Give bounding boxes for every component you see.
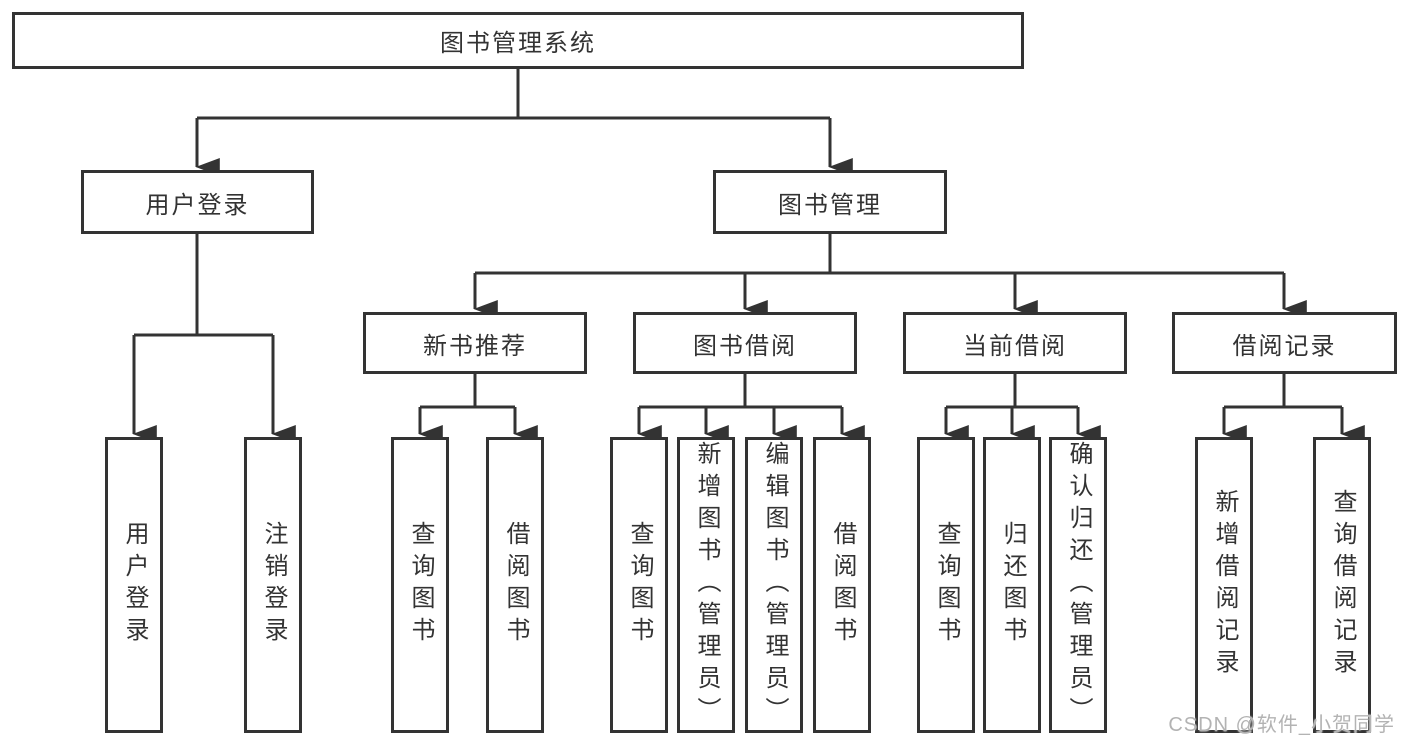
leaf-logout: 注销登录	[244, 437, 302, 733]
leaf-borrow-book-1: 借阅图书	[486, 437, 544, 733]
node-label: 新增借阅记录	[1211, 489, 1238, 681]
node-borrow-record: 借阅记录	[1172, 312, 1397, 374]
node-label: 查询图书	[933, 521, 960, 649]
node-book-management: 图书管理	[713, 170, 947, 234]
node-label: 新书推荐	[423, 332, 527, 360]
node-label: 查询图书	[626, 521, 653, 649]
node-label: 归还图书	[999, 521, 1026, 649]
csdn-watermark: CSDN @软件_小贺同学	[1168, 714, 1395, 736]
leaf-borrow-book-2: 借阅图书	[813, 437, 871, 733]
leaf-query-book-1: 查询图书	[391, 437, 449, 733]
node-label: 图书管理	[778, 191, 882, 219]
leaf-confirm-return-admin: 确认归还（管理员）	[1049, 437, 1107, 733]
leaf-query-book-2: 查询图书	[610, 437, 668, 733]
node-label: 借阅记录	[1232, 332, 1337, 360]
node-label: 编辑图书（管理员）	[761, 441, 788, 729]
node-label: 用户登录	[121, 521, 148, 649]
leaf-query-borrow-record: 查询借阅记录	[1313, 437, 1371, 733]
leaf-add-borrow-record: 新增借阅记录	[1195, 437, 1253, 733]
node-label: 当前借阅	[963, 332, 1067, 360]
node-label: 确认归还（管理员）	[1065, 441, 1092, 729]
node-label: 查询图书	[407, 521, 434, 649]
node-book-borrow: 图书借阅	[633, 312, 857, 374]
node-label: 图书借阅	[693, 332, 797, 360]
leaf-user-login: 用户登录	[105, 437, 163, 733]
node-current-borrow: 当前借阅	[903, 312, 1127, 374]
leaf-add-book-admin: 新增图书（管理员）	[677, 437, 735, 733]
node-label: 查询借阅记录	[1329, 489, 1356, 681]
node-label: 新增图书（管理员）	[693, 441, 720, 729]
node-new-book-recommend: 新书推荐	[363, 312, 587, 374]
node-label: 注销登录	[260, 521, 287, 649]
leaf-query-book-3: 查询图书	[917, 437, 975, 733]
leaf-edit-book-admin: 编辑图书（管理员）	[745, 437, 803, 733]
node-root-library-system: 图书管理系统	[12, 12, 1024, 69]
leaf-return-book: 归还图书	[983, 437, 1041, 733]
node-label: 借阅图书	[829, 521, 856, 649]
node-label: 借阅图书	[502, 521, 529, 649]
node-label: 图书管理系统	[440, 30, 596, 57]
node-label: 用户登录	[145, 191, 250, 219]
node-user-login: 用户登录	[81, 170, 314, 234]
